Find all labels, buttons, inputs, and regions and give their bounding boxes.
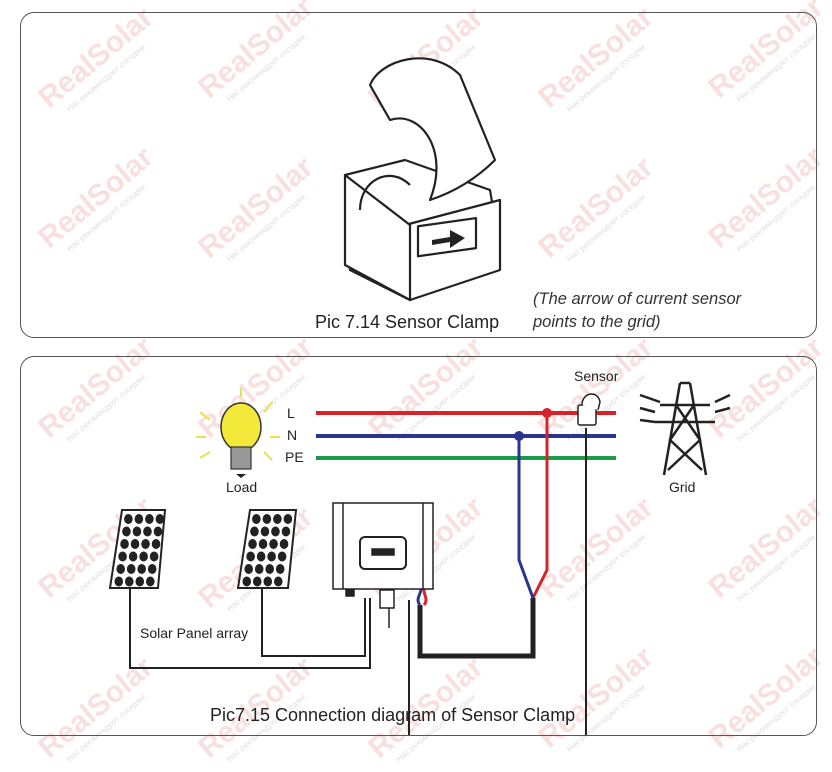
- grid-tower-icon: [639, 381, 731, 476]
- inverter-icon: [332, 502, 434, 628]
- sensor-clamp-small-icon: [577, 393, 601, 426]
- label-grid: Grid: [669, 479, 696, 495]
- wire-N-drop: [517, 436, 535, 599]
- wire-L-drop: [531, 413, 549, 599]
- figure-7-15-panel: [20, 356, 817, 736]
- solar-cell: [130, 539, 140, 549]
- solar-cell: [242, 576, 252, 587]
- solar-panel-1-icon: [108, 509, 167, 589]
- solar-cell: [271, 526, 280, 537]
- solar-cell: [114, 576, 124, 587]
- figure-7-15-caption: Pic7.15 Connection diagram of Sensor Cla…: [210, 705, 576, 725]
- solar-cell: [122, 526, 131, 537]
- sensor-clamp-illustration: [108, 57, 731, 735]
- solar-cell: [283, 514, 293, 524]
- solar-cell: [116, 564, 125, 574]
- figure-7-14-caption: Pic 7.14 Sensor Clamp: [315, 312, 500, 332]
- solar-cell: [269, 539, 278, 549]
- solar-cell: [260, 526, 270, 537]
- solar-cell: [135, 576, 145, 587]
- solar-cell: [279, 539, 289, 549]
- solar-cell: [267, 551, 276, 562]
- sensor-clamp-icon: [343, 57, 502, 302]
- solar-cell: [281, 526, 291, 537]
- solar-cell: [153, 526, 163, 537]
- solar-cell: [254, 564, 264, 574]
- solar-cell: [128, 551, 138, 562]
- solar-cell: [126, 564, 136, 574]
- label-load: Load: [226, 479, 258, 495]
- solar-cell: [132, 526, 142, 537]
- solar-cell: [248, 539, 257, 549]
- solar-cell: [137, 564, 146, 574]
- solar-cell: [246, 551, 255, 562]
- figure-7-14-panel: [20, 12, 817, 338]
- solar-cell: [273, 576, 283, 587]
- solar-cell: [155, 514, 165, 524]
- solar-cell: [244, 564, 253, 574]
- solar-cell: [143, 526, 152, 537]
- solar-cell: [262, 514, 272, 524]
- meter-cable: [417, 598, 536, 659]
- solar-cell: [252, 514, 261, 524]
- light-bulb-icon: [196, 388, 280, 478]
- solar-cell: [141, 539, 150, 549]
- solar-cell: [250, 526, 259, 537]
- solar-cell: [120, 539, 129, 549]
- solar-cell: [118, 551, 127, 562]
- arrow-icon: [432, 230, 465, 248]
- label-sensor: Sensor: [574, 368, 619, 384]
- solar-panel-2-icon: [236, 509, 298, 589]
- solar-cell: [265, 564, 274, 574]
- solar-cell: [145, 576, 155, 587]
- solar-cell: [256, 551, 266, 562]
- label-L: L: [287, 405, 295, 421]
- solar-cell: [147, 564, 157, 574]
- solar-cell: [252, 576, 262, 587]
- solar-cell: [275, 564, 285, 574]
- clamp-note-line1: (The arrow of current sensor: [533, 290, 742, 308]
- solar-cell: [139, 551, 148, 562]
- solar-cell: [263, 576, 273, 587]
- pv-wire-2: [261, 588, 366, 657]
- label-PE: PE: [285, 449, 304, 465]
- solar-cell: [124, 576, 134, 587]
- solar-cell: [124, 514, 133, 524]
- solar-cell: [273, 514, 282, 524]
- label-N: N: [287, 427, 298, 443]
- pv-wire-1: [129, 588, 371, 669]
- solar-cell: [277, 551, 287, 562]
- label-solar-array: Solar Panel array: [140, 625, 249, 641]
- clamp-note-line2: points to the grid): [533, 313, 661, 331]
- solar-cell: [149, 551, 159, 562]
- solar-cell: [145, 514, 154, 524]
- solar-cell: [134, 514, 144, 524]
- solar-cell: [151, 539, 161, 549]
- solar-cell: [258, 539, 268, 549]
